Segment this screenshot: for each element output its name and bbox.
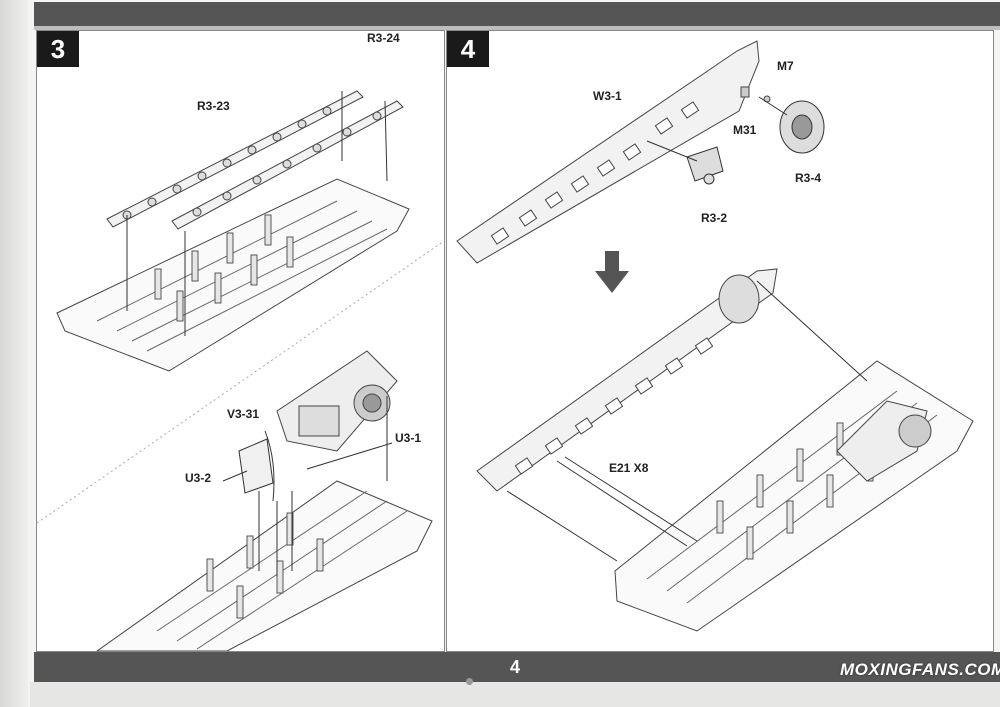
- v3-31-rod: [264, 430, 275, 502]
- bottom-page-strip: [30, 682, 1000, 707]
- label-r3-2: R3-2: [701, 211, 728, 225]
- step-3-panel: 3: [36, 30, 445, 652]
- r3-23-rail: [106, 90, 364, 228]
- w3-1-side-hull: [456, 40, 760, 264]
- label-r3-4: R3-4: [795, 171, 822, 185]
- label-m31: M31: [733, 123, 757, 137]
- page-number: 4: [509, 657, 520, 677]
- step-4-diagram: [456, 40, 974, 632]
- upper-hull-floor: [56, 178, 410, 372]
- top-header-bar: [34, 2, 1000, 26]
- label-u3-1: U3-1: [395, 431, 422, 445]
- paper-plane-logo: [862, 585, 969, 650]
- lower-side-hull: [476, 268, 778, 492]
- label-e21-x8: E21 X8: [609, 461, 649, 475]
- step-3-number: 3: [37, 31, 79, 67]
- u3-2-lever: [238, 438, 274, 494]
- step-3-diagram: [37, 90, 444, 651]
- label-m7: M7: [777, 59, 794, 73]
- lower-hull-floor: [96, 480, 433, 651]
- r3-24-rail: [171, 100, 404, 230]
- transmission-assembly: [276, 350, 398, 452]
- e21-rods: [556, 456, 698, 547]
- label-w3-1: W3-1: [593, 89, 622, 103]
- bottom-footer-bar: [34, 652, 1000, 682]
- r3-4-sprocket: [779, 100, 825, 154]
- step-4-number: 4: [447, 31, 489, 67]
- step-4-panel: 4: [446, 30, 994, 652]
- r3-2-part: [686, 146, 724, 185]
- label-u3-2: U3-2: [185, 471, 212, 485]
- watermark-text: MOXINGFANS.COM: [840, 660, 1000, 679]
- label-r3-23: R3-23: [197, 99, 230, 113]
- assembly-arrow: [595, 251, 629, 293]
- top-header-strip: [34, 26, 1000, 30]
- page-binding-shadow: [0, 0, 28, 707]
- label-r3-24: R3-24: [367, 31, 400, 45]
- transmission-assembly-4: [836, 400, 932, 482]
- m31-bracket: [740, 86, 750, 98]
- binding-hole: [466, 678, 473, 685]
- label-v3-31: V3-31: [227, 407, 260, 421]
